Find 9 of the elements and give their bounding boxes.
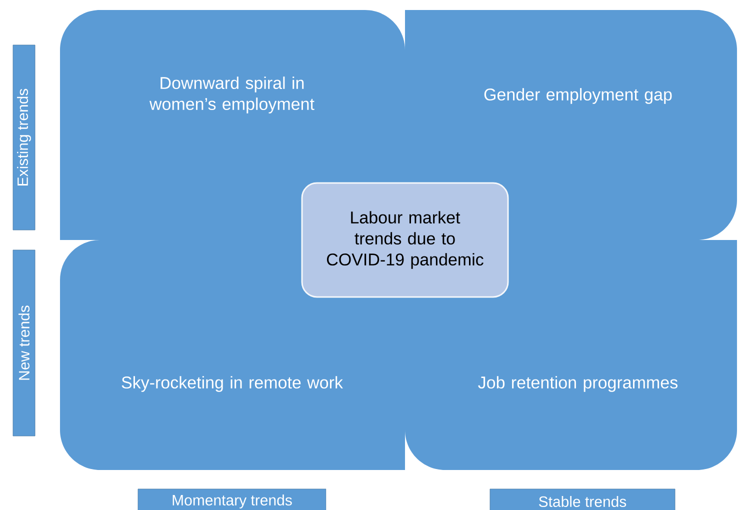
node-label: Sky-rocketing in remote work xyxy=(122,376,343,392)
axis-label-bar: New trends xyxy=(12,250,36,436)
node-label: Job retention programmes xyxy=(478,376,678,392)
axis-label-bar: Momentary trends xyxy=(138,488,326,510)
topic-box: Labour market trends due to COVID-19 pandemic xyxy=(301,182,509,298)
node-label: Gender employment gap xyxy=(484,88,672,104)
axis-label-bar: Existing trends xyxy=(12,44,36,230)
node-label: Downward spiral in women’s employment xyxy=(149,76,314,114)
axis-label-bar: Stable trends xyxy=(490,488,676,510)
